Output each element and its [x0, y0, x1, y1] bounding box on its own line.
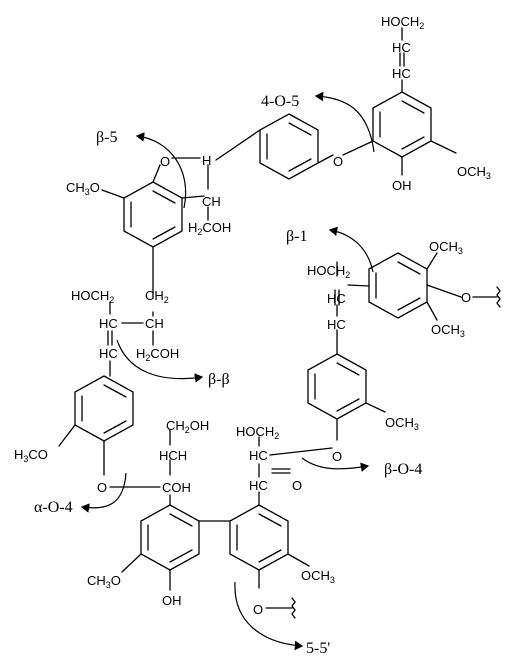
label-o-4-o-5: O [333, 154, 343, 169]
arrow-beta-5 [135, 132, 187, 209]
label-hoch2-top: HOCH2 [381, 14, 424, 31]
label-o-syringyl: O [461, 290, 471, 305]
label-hco-beta-o-4: HC [249, 478, 268, 493]
arrow-beta-1 [328, 226, 374, 273]
linkage-arrows [80, 91, 375, 651]
ring-right-middle [307, 353, 367, 420]
label-och3-syringyl-bottom: OCH3 [431, 322, 465, 339]
label-hch-alpha: HCH [159, 448, 187, 463]
ring-lower-left [74, 375, 134, 442]
label-ch3o-beta-5: CH3O [66, 180, 100, 197]
label-h3co-left: H3CO [14, 447, 48, 464]
label-hc-bb-1: HC [99, 316, 118, 331]
label-hoch2-beta-1: HOCH2 [307, 263, 350, 280]
label-o-carbonyl: O [292, 478, 302, 493]
ring-top-right [372, 91, 432, 158]
arrow-beta-beta [116, 339, 204, 383]
arrow-alpha-o-4 [80, 472, 127, 513]
ring-biphenyl-right [229, 504, 289, 571]
linkage-beta-beta: β-β [208, 371, 230, 388]
label-oh-bottom: OH [162, 593, 182, 608]
label-o-alpha-o-4: O [97, 480, 107, 495]
label-hoch2-bb: HOCH2 [71, 288, 114, 305]
ring-phenylene [259, 113, 319, 180]
linkage-beta-o-4: β-O-4 [384, 461, 422, 478]
label-h-beta-5: H [202, 153, 211, 168]
label-ch2oh-alpha: CH2OH [166, 418, 209, 435]
label-hc-top-1: HC [392, 40, 411, 55]
label-ch-beta-5: CH [202, 194, 221, 209]
atom-labels: HOCH2 HC HC OCH3 OH O O H CH H2COH CH3O … [14, 14, 491, 617]
label-o-beta-5: O [160, 154, 170, 169]
linkage-5-5: 5-5' [306, 640, 330, 657]
label-h2coh-beta-5: H2COH [188, 220, 231, 237]
ring-coumaran [123, 181, 183, 248]
label-hc-beta-o-4: HC [249, 448, 268, 463]
label-ch-bb: CH [145, 316, 164, 331]
label-coh-alpha: COH [162, 480, 191, 495]
arrow-5-5 [234, 581, 304, 651]
ring-biphenyl-left [140, 504, 200, 571]
label-hc-beta-1-2: HC [327, 317, 346, 332]
label-och3-bottom: OCH3 [301, 568, 335, 585]
linkage-alpha-o-4: α-O-4 [34, 499, 73, 516]
label-h2coh-bb: H2COH [136, 346, 179, 363]
label-och3-right-middle: OCH3 [385, 415, 419, 432]
linkage-labels: 4-O-5 β-5 β-1 β-β β-O-4 α-O-4 5-5' [34, 93, 422, 657]
label-och3-top: OCH3 [457, 164, 491, 181]
linkage-beta-1: β-1 [286, 228, 307, 245]
linkage-4-o-5: 4-O-5 [261, 93, 299, 110]
label-hoch2-beta-o-4: HOCH2 [236, 424, 279, 441]
label-o-beta-o-4: O [332, 449, 342, 464]
label-hc-beta-1-1: HC [327, 291, 346, 306]
arrow-4-o-5 [314, 91, 375, 153]
label-och3-syringyl-top: OCH3 [429, 239, 463, 256]
label-o-bottom: O [253, 602, 263, 617]
label-hc-bb-2: HC [99, 346, 118, 361]
linkage-beta-5: β-5 [96, 129, 117, 146]
arrow-beta-o-4 [301, 457, 370, 472]
label-ch3o-bottom: CH3O [87, 573, 121, 590]
label-hc-top-2: HC [392, 66, 411, 81]
ring-right-syringyl [368, 252, 428, 319]
label-oh-top: OH [392, 178, 412, 193]
chemical-bonds [58, 27, 501, 619]
label-ch2-bb: CH2 [145, 288, 169, 305]
